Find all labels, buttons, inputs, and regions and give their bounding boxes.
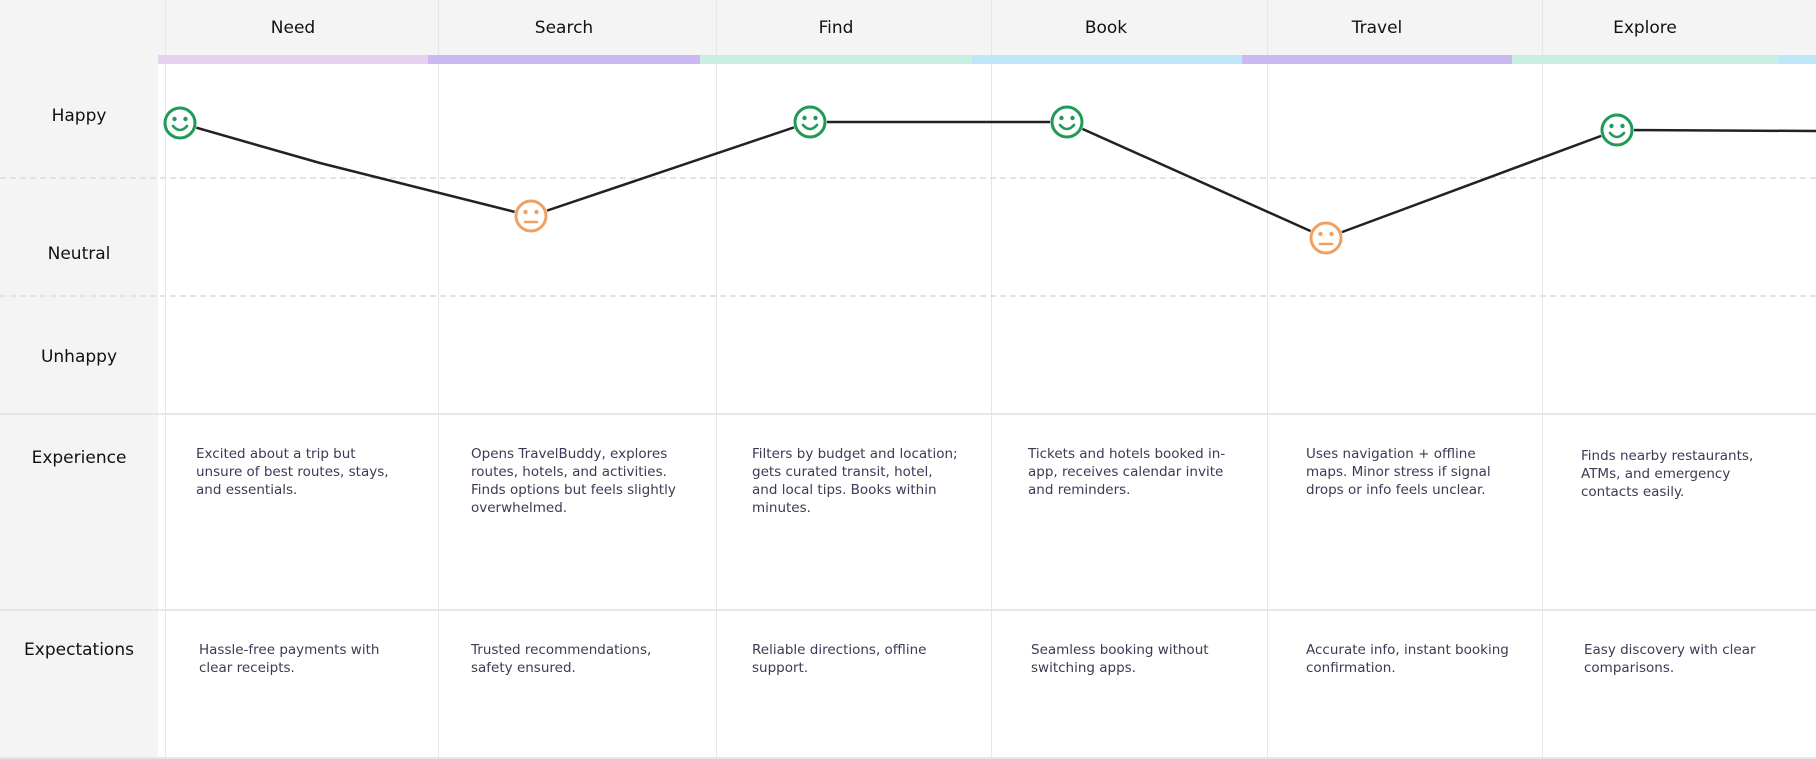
stage-title-book: Book: [1084, 18, 1128, 38]
row-label-column: [0, 0, 158, 759]
happy-face-icon: [1600, 113, 1634, 147]
stage-title-need: Need: [270, 18, 316, 38]
neutral-face-icon: [514, 199, 548, 233]
stage-title-search: Search: [534, 18, 594, 38]
expectations-need: Hassle-free payments with clear receipts…: [199, 642, 380, 676]
emotion-curve-line: [179, 120, 1816, 240]
experience-section-divider: [0, 609, 1816, 611]
happy-face-icon: [1050, 105, 1084, 139]
row-label-neutral: Neutral: [47, 244, 111, 264]
bottom-border: [0, 757, 1816, 759]
expectations-search: Trusted recommendations, safety ensured.: [471, 642, 652, 676]
happy-face-icon: [793, 105, 827, 139]
expectations-find: Reliable directions, offline support.: [752, 642, 927, 676]
experience-travel: Uses navigation + offline maps. Minor st…: [1306, 446, 1491, 498]
neutral-unhappy-divider: [0, 295, 1816, 297]
experience-search: Opens TravelBuddy, explores routes, hote…: [471, 446, 676, 516]
stage-bar-explore: [1512, 55, 1778, 64]
column-divider: [716, 0, 717, 759]
stage-bar-need: [158, 55, 428, 64]
emotion-curve: [163, 105, 1816, 255]
neutral-face-icon: [1309, 221, 1343, 255]
stage-header-band: [158, 0, 1816, 56]
row-label-experience: Experience: [31, 448, 127, 468]
happy-neutral-divider: [0, 177, 1816, 179]
column-divider: [1267, 0, 1268, 759]
stage-bar-travel: [1242, 55, 1512, 64]
emotion-section-divider: [0, 413, 1816, 415]
stage-bar-search: [428, 55, 700, 64]
happy-face-icon: [163, 106, 197, 140]
stage-bar-next: [1778, 55, 1816, 64]
column-divider: [991, 0, 992, 759]
row-label-expectations: Expectations: [24, 640, 134, 660]
experience-find: Filters by budget and location; gets cur…: [752, 446, 958, 516]
column-divider: [1542, 0, 1543, 759]
expectations-book: Seamless booking without switching apps.: [1031, 642, 1209, 676]
stage-bar-find: [700, 55, 972, 64]
row-label-unhappy: Unhappy: [40, 347, 118, 367]
row-label-happy: Happy: [51, 106, 107, 126]
expectations-explore: Easy discovery with clear comparisons.: [1584, 642, 1756, 676]
experience-explore: Finds nearby restaurants, ATMs, and emer…: [1581, 448, 1754, 500]
experience-need: Excited about a trip but unsure of best …: [196, 446, 389, 498]
stage-bar-book: [972, 55, 1242, 64]
experience-book: Tickets and hotels booked in-app, receiv…: [1028, 446, 1226, 498]
stage-title-find: Find: [818, 18, 854, 38]
stage-title-travel: Travel: [1351, 18, 1403, 38]
expectations-travel: Accurate info, instant booking confirmat…: [1306, 642, 1509, 676]
column-divider: [165, 0, 166, 759]
column-divider: [438, 0, 439, 759]
stage-title-explore: Explore: [1613, 18, 1677, 38]
